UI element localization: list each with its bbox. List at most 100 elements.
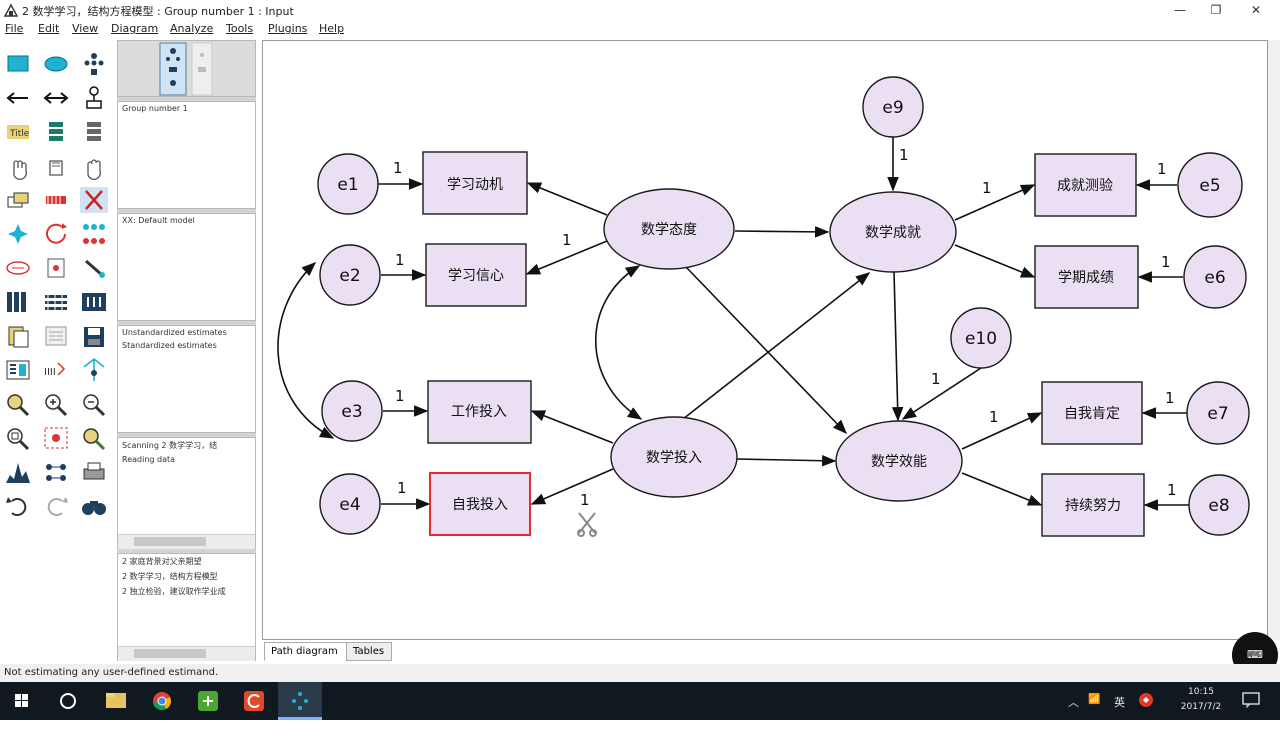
observed-variable-box[interactable] (427, 380, 532, 444)
path-e10-to-efficacy[interactable] (901, 367, 982, 420)
security-icon[interactable] (1138, 692, 1154, 708)
error-term-circle[interactable] (1188, 474, 1250, 536)
weight-label[interactable]: 1 (899, 146, 909, 164)
latent-variable-ellipse[interactable] (835, 420, 963, 502)
path-efficacy-to-persistence[interactable] (961, 472, 1043, 506)
error-term-circle[interactable] (1183, 245, 1247, 309)
weight-label[interactable]: 1 (982, 179, 992, 197)
path-involvement-to-ego[interactable] (530, 468, 614, 505)
drag-properties-icon[interactable]: IIII (40, 355, 72, 385)
tab-path-diagram[interactable]: Path diagram (264, 642, 354, 661)
error-term-circle[interactable] (1186, 381, 1250, 445)
panel-divider[interactable] (117, 97, 256, 101)
zoom-in-area-icon[interactable] (2, 389, 34, 419)
cortana-search-icon[interactable] (46, 682, 90, 720)
weight-label[interactable]: 1 (393, 159, 403, 177)
model-item[interactable]: XX: Default model (122, 216, 195, 225)
draw-unobserved-variable-icon[interactable] (40, 49, 72, 79)
undo-icon[interactable] (2, 491, 34, 521)
move-parameter-icon[interactable] (2, 253, 34, 283)
unstandardized-estimates-item[interactable]: Unstandardized estimates (122, 328, 227, 337)
observed-variable-box[interactable] (1034, 245, 1139, 309)
deselect-all-icon[interactable] (78, 151, 110, 181)
zoom-in-icon[interactable] (40, 389, 72, 419)
covariance-e2-e3[interactable] (277, 262, 335, 439)
file-item[interactable]: 2 数学学习，结构方程模型 (122, 572, 218, 581)
figure-caption-icon[interactable]: Title (2, 117, 34, 147)
copy-to-clipboard-icon[interactable] (2, 321, 34, 351)
weight-label[interactable]: 1 (989, 408, 999, 426)
weight-label[interactable]: 1 (562, 231, 572, 249)
list-variables-in-model-icon[interactable] (40, 117, 72, 147)
log-horizontal-scrollbar[interactable] (118, 534, 255, 549)
path-achievement-to-grade[interactable] (954, 244, 1036, 278)
observed-variable-box[interactable] (1034, 153, 1137, 217)
error-term-circle[interactable] (319, 244, 381, 306)
panel-divider[interactable] (117, 209, 256, 213)
weight-label[interactable]: 1 (395, 251, 405, 269)
draw-observed-variable-icon[interactable] (2, 49, 34, 79)
panel-divider[interactable] (117, 433, 256, 437)
clock-date[interactable]: 2017/7/2 (1180, 702, 1222, 712)
select-one-icon[interactable] (2, 151, 34, 181)
path-involvement-to-achievement[interactable] (682, 272, 871, 420)
file-item[interactable]: 2 家庭背景对父亲期望 (122, 557, 202, 566)
notification-center-icon[interactable] (1242, 692, 1260, 709)
menu-diagram[interactable]: Diagram (111, 22, 159, 35)
start-button[interactable] (0, 682, 44, 720)
error-term-circle[interactable] (319, 473, 381, 535)
path-attitude-to-efficacy[interactable] (685, 266, 847, 435)
error-term-circle[interactable] (317, 153, 379, 215)
zoom-page-icon[interactable] (2, 423, 34, 453)
menu-edit[interactable]: Edit (38, 22, 60, 35)
touch-up-icon[interactable] (78, 253, 110, 283)
bayesian-icon[interactable] (2, 457, 34, 487)
app-red-icon[interactable] (232, 682, 276, 720)
error-term-circle[interactable] (321, 380, 383, 442)
weight-label[interactable]: 1 (931, 370, 941, 388)
input-output-toggle[interactable] (118, 41, 257, 98)
menu-help[interactable]: Help (319, 22, 345, 35)
observed-variable-box[interactable] (422, 151, 528, 215)
object-properties-icon[interactable] (2, 355, 34, 385)
draw-unique-variable-icon[interactable] (78, 83, 110, 113)
duplicate-icon[interactable] (2, 185, 34, 215)
minimize-button[interactable]: — (1174, 3, 1186, 17)
weight-label[interactable]: 1 (1165, 389, 1175, 407)
weight-label[interactable]: 1 (1167, 481, 1177, 499)
file-item[interactable]: 2 独立检验，建议取作学业成 (122, 587, 226, 596)
canvas-vertical-scrollbar[interactable] (1268, 40, 1280, 640)
redo-icon[interactable] (40, 491, 72, 521)
view-text-icon[interactable] (40, 321, 72, 351)
observed-variable-box-selected[interactable] (429, 472, 531, 536)
observed-variable-box[interactable] (1041, 473, 1145, 537)
standardized-estimates-item[interactable]: Standardized estimates (122, 341, 217, 350)
menu-analyze[interactable]: Analyze (170, 22, 214, 35)
erase-icon[interactable] (78, 185, 110, 215)
tray-up-arrow-icon[interactable]: ︿ (1068, 696, 1079, 709)
path-involvement-to-work[interactable] (530, 410, 614, 444)
weight-label[interactable]: 1 (580, 491, 590, 509)
file-explorer-icon[interactable] (94, 682, 138, 720)
path-attitude-to-confidence[interactable] (525, 240, 608, 275)
weight-label[interactable]: 1 (395, 387, 405, 405)
list-variables-in-dataset-icon[interactable] (78, 117, 110, 147)
draw-covariance-icon[interactable] (40, 83, 72, 113)
menu-plugins[interactable]: Plugins (268, 22, 308, 35)
data-files-icon[interactable] (2, 287, 34, 317)
browser-icon[interactable] (140, 682, 184, 720)
latent-variable-ellipse[interactable] (603, 188, 735, 270)
weight-label[interactable]: 1 (397, 479, 407, 497)
calculate-estimates-icon[interactable] (78, 287, 110, 317)
close-button[interactable]: ✕ (1250, 3, 1262, 17)
menu-tools[interactable]: Tools (226, 22, 254, 35)
menu-file[interactable]: File (5, 22, 24, 35)
error-term-circle[interactable] (1177, 152, 1243, 218)
panel-divider[interactable] (117, 321, 256, 325)
path-achievement-to-test[interactable] (954, 184, 1036, 221)
weight-label[interactable]: 1 (1161, 253, 1171, 271)
observed-variable-box[interactable] (1041, 381, 1143, 445)
path-achievement-to-efficacy[interactable] (891, 271, 904, 422)
draw-indicator-icon[interactable] (78, 49, 110, 79)
menu-view[interactable]: View (72, 22, 99, 35)
